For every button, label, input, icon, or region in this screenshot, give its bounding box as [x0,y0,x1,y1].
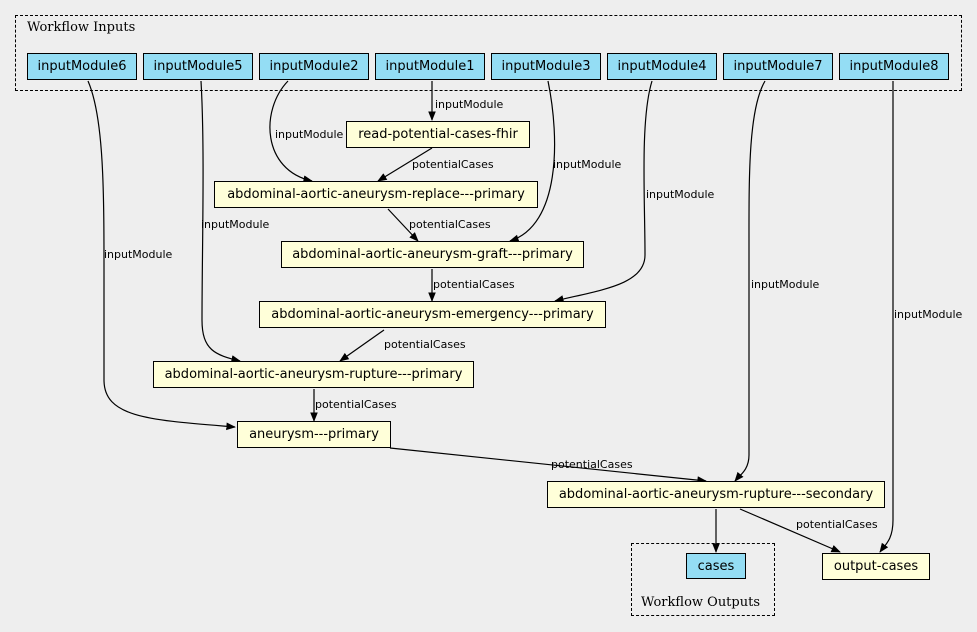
edge-in6-aneurysm [87,80,236,431]
workflow-outputs-label: Workflow Outputs [641,595,760,610]
edge-label-graft-emergency: potentialCases [433,278,515,291]
edge-label-in4-emergency: inputModule [646,188,715,201]
step-node-aaa-rupture-primary[interactable]: abdominal-aortic-aneurysm-rupture---prim… [153,361,474,388]
edge-label-emergency-rupture: potentialCases [384,338,466,351]
edge-read-replace [377,147,433,182]
edge-label-read-replace: potentialCases [412,158,494,171]
input-node-inputmodule6[interactable]: inputModule6 [27,53,137,80]
edge-in7-secondary [734,80,766,482]
edge-secondary-output [739,508,841,553]
edge-in5-rupture [200,80,241,363]
step-node-aaa-replace-primary[interactable]: abdominal-aortic-aneurysm-replace---prim… [214,181,538,208]
step-node-output-cases[interactable]: output-cases [822,553,930,580]
edge-label-in8-output: inputModule [894,308,963,321]
input-node-inputmodule7[interactable]: inputModule7 [723,53,833,80]
output-node-cases[interactable]: cases [686,553,746,579]
workflow-outputs-cluster: Workflow Outputs [631,543,775,616]
step-node-aaa-rupture-secondary[interactable]: abdominal-aortic-aneurysm-rupture---seco… [547,481,885,508]
edge-replace-graft [387,208,419,242]
edge-label-in2-replace: inputModule [275,128,344,141]
step-node-aaa-emergency-primary[interactable]: abdominal-aortic-aneurysm-emergency---pr… [259,301,606,328]
edge-emergency-rupture [339,329,385,362]
edge-in3-graft [509,80,556,243]
edge-in8-output [879,80,894,553]
input-node-inputmodule2[interactable]: inputModule2 [259,53,369,80]
edge-in2-replace [269,80,313,183]
edge-label-rupture-aneurysm: potentialCases [315,398,397,411]
edge-in4-emergency [554,80,653,303]
edge-label-aneurysm-secondary: potentialCases [551,458,633,471]
edge-label-in3-graft: inputModule [553,158,622,171]
step-node-aneurysm-primary[interactable]: aneurysm---primary [237,421,391,448]
input-node-inputmodule4[interactable]: inputModule4 [607,53,717,80]
edge-label-replace-graft: potentialCases [409,218,491,231]
input-node-inputmodule1[interactable]: inputModule1 [375,53,485,80]
edge-label-in1-read: inputModule [435,98,504,111]
step-node-aaa-graft-primary[interactable]: abdominal-aortic-aneurysm-graft---primar… [281,241,584,268]
input-node-inputmodule5[interactable]: inputModule5 [143,53,253,80]
workflow-inputs-label: Workflow Inputs [27,20,136,35]
edge-label-secondary-output: potentialCases [796,518,878,531]
edge-label-in6-aneurysm: inputModule [104,248,173,261]
edge-aneurysm-secondary [389,447,707,484]
edge-label-in7-secondary: inputModule [751,278,820,291]
input-node-inputmodule8[interactable]: inputModule8 [839,53,949,80]
input-node-inputmodule3[interactable]: inputModule3 [491,53,601,80]
step-node-read-potential-cases-fhir[interactable]: read-potential-cases-fhir [346,121,530,148]
workflow-inputs-cluster: Workflow Inputs [15,15,962,91]
edge-label-in5-rupture: inputModule [201,218,270,231]
